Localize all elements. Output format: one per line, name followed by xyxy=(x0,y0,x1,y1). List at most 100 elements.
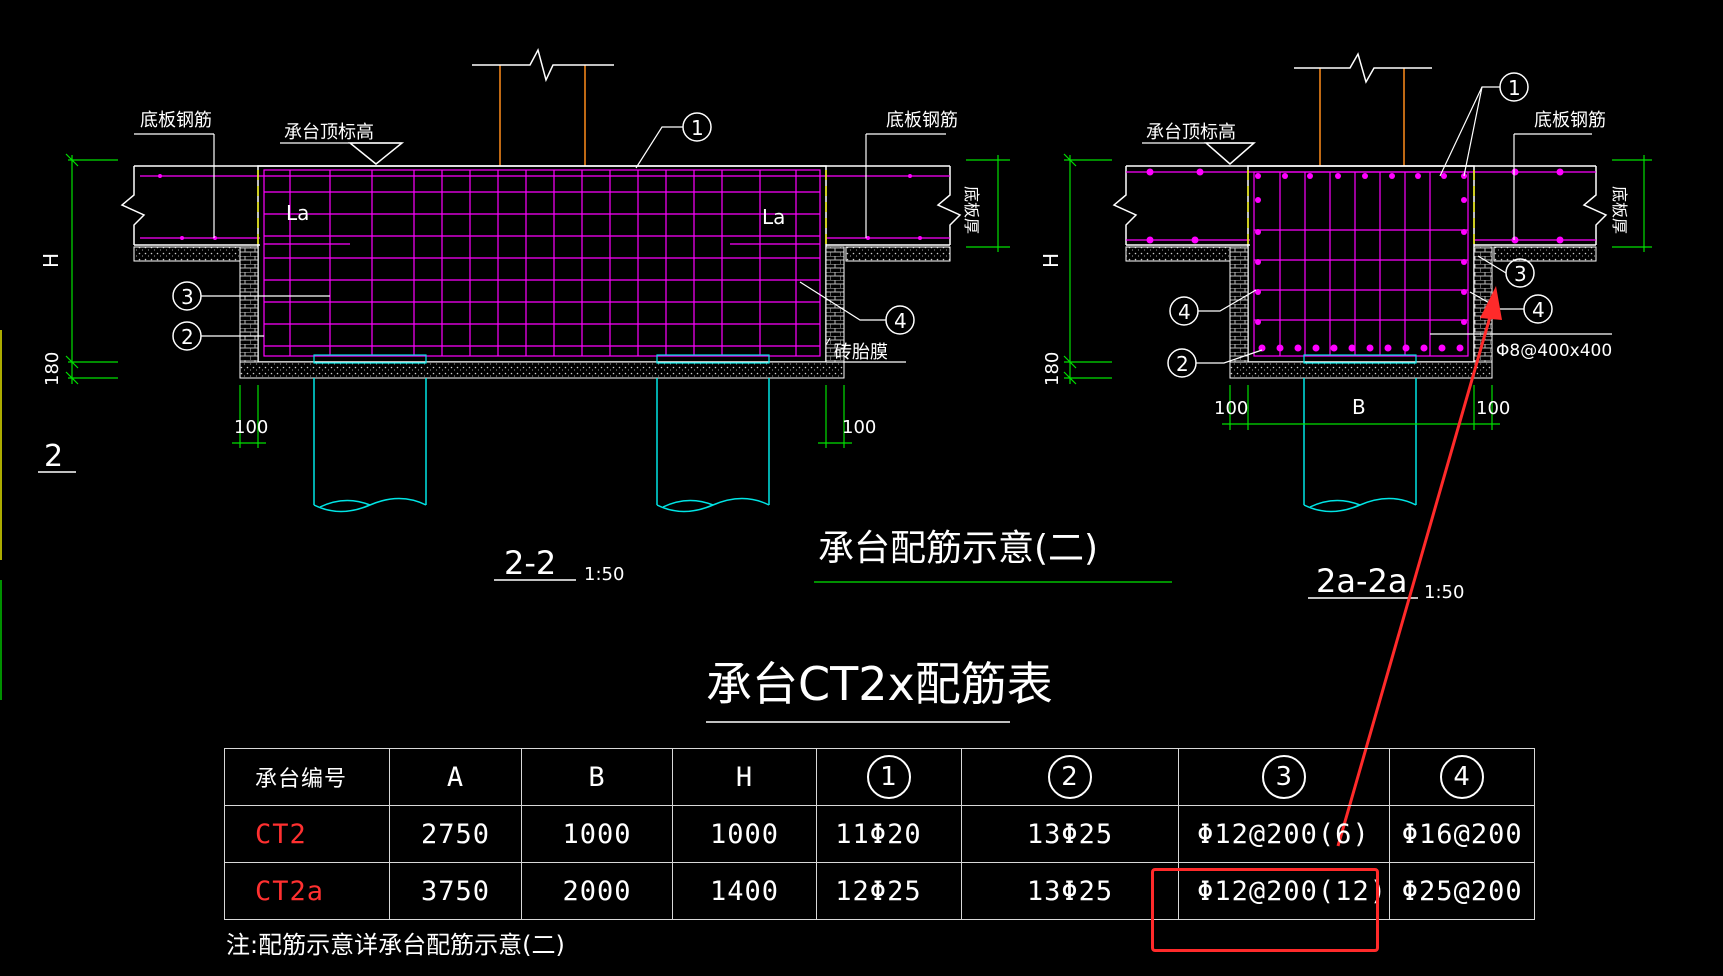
dim-label-h-right: H xyxy=(1039,253,1063,268)
svg-text:3: 3 xyxy=(1514,262,1527,286)
break-line-column-left xyxy=(472,47,614,83)
label-slab-thickness-right: 底板厚 xyxy=(1610,186,1629,234)
callout-2-left: 2 xyxy=(172,321,264,351)
cell-cap-id: CT2a xyxy=(224,862,390,920)
svg-text:4: 4 xyxy=(1532,298,1545,322)
section-2-2: H 180 100 100 底板钢筋 承台顶标高 La La 底板钢筋 底板厚 … xyxy=(39,47,1010,585)
circled-number-1: 1 xyxy=(867,755,912,799)
cell-h: 1400 xyxy=(671,862,818,920)
label-bottom-rebar-left: 底板钢筋 xyxy=(140,110,212,131)
slab-rebar-left xyxy=(140,175,950,239)
header-cap-id: 承台编号 xyxy=(224,748,390,806)
cell-a: 2750 xyxy=(388,805,523,863)
cell-rebar-1: 12Φ25 xyxy=(816,862,962,920)
pile-left-1 xyxy=(313,378,427,513)
cap-rebar-grid-left xyxy=(263,169,821,357)
svg-text:4: 4 xyxy=(894,309,907,333)
cap-rebar-grid-right xyxy=(1253,171,1469,357)
label-brick-membrane: 砖胎膜 xyxy=(834,342,888,363)
header-rebar-2: 2 xyxy=(960,748,1180,806)
label-bottom-rebar-right: 底板钢筋 xyxy=(1534,110,1606,131)
table-title: 承台CT2x配筋表 xyxy=(706,657,1053,711)
cell-cap-id: CT2 xyxy=(224,805,390,863)
cell-rebar-2: 13Φ25 xyxy=(960,805,1180,863)
header-rebar-3: 3 xyxy=(1178,748,1391,806)
section-scale-2-2: 1:50 xyxy=(584,564,624,585)
header-a: A xyxy=(388,748,523,806)
cell-a: 3750 xyxy=(388,862,523,920)
cell-rebar-4: Φ25@200 xyxy=(1389,862,1535,920)
label-la-right: La xyxy=(762,205,785,229)
label-slab-thickness-left: 底板厚 xyxy=(962,186,981,234)
table-header-row: 承台编号 A B H 1 2 3 4 xyxy=(224,748,1535,806)
cell-b: 2000 xyxy=(521,862,673,920)
header-rebar-4: 4 xyxy=(1389,748,1535,806)
pile-left-2 xyxy=(656,378,770,513)
column-right-section xyxy=(1319,68,1405,166)
slab-rebar-dots-left xyxy=(158,174,922,240)
slab-outline-left xyxy=(120,165,962,246)
pile-cap-outline-right xyxy=(1247,165,1475,363)
callout-4-right-b: 4 xyxy=(1169,289,1257,326)
break-line-column-right xyxy=(1294,52,1432,84)
section-scale-2a-2a: 1:50 xyxy=(1424,582,1464,603)
pile-cap-outline-left xyxy=(257,165,827,363)
cell-rebar-4: Φ16@200 xyxy=(1389,805,1535,863)
label-top-elevation-right: 承台顶标高 xyxy=(1146,122,1236,143)
cell-rebar-2: 13Φ25 xyxy=(960,862,1180,920)
dimension-lines-left xyxy=(65,153,1010,448)
dim-label-b: B xyxy=(1352,395,1366,419)
dimension-lines-right xyxy=(1063,153,1652,430)
side-label: 2 xyxy=(44,439,63,474)
circled-number-4: 4 xyxy=(1440,755,1485,799)
dim-label-h-left: H xyxy=(39,253,63,268)
callout-3-right: 3 xyxy=(1477,255,1535,288)
reinforcement-table: 承台编号 A B H 1 2 3 4 CT2 2750 1000 1000 11… xyxy=(224,748,1535,920)
label-phi8-spacing: Φ8@400x400 xyxy=(1496,341,1612,361)
section-title-2-2: 2-2 xyxy=(504,544,556,582)
slab-outline-right xyxy=(1112,165,1608,246)
drawing-title: 承台配筋示意(二) xyxy=(818,528,1098,569)
left-edge-marks: 2 xyxy=(0,330,76,700)
svg-text:3: 3 xyxy=(181,285,194,309)
callout-1-right: 1 xyxy=(1439,72,1529,177)
label-la-left: La xyxy=(286,201,309,225)
cell-rebar-3: Φ12@200(12) xyxy=(1178,862,1391,920)
column-left-section xyxy=(499,65,586,166)
dim-label-100-left-a: 100 xyxy=(234,417,268,438)
callout-3-left: 3 xyxy=(172,281,330,311)
label-top-elevation-left: 承台顶标高 xyxy=(284,122,374,143)
header-rebar-1: 1 xyxy=(816,748,962,806)
cell-b: 1000 xyxy=(521,805,673,863)
table-note: 注:配筋示意详承台配筋示意(二) xyxy=(226,931,565,959)
circled-number-3: 3 xyxy=(1262,755,1307,799)
header-b: B xyxy=(521,748,673,806)
table-row: CT2a 3750 2000 1400 12Φ25 13Φ25 Φ12@200(… xyxy=(224,862,1535,920)
section-title-2a-2a: 2a-2a xyxy=(1316,562,1407,600)
callout-2-right: 2 xyxy=(1167,348,1263,378)
dim-label-180-right: 180 xyxy=(1042,352,1063,386)
svg-text:2: 2 xyxy=(1176,352,1189,376)
svg-text:1: 1 xyxy=(1508,76,1521,100)
dim-label-100-left-b: 100 xyxy=(842,417,876,438)
table-row: CT2 2750 1000 1000 11Φ20 13Φ25 Φ12@200(6… xyxy=(224,805,1535,863)
callout-1-left: 1 xyxy=(635,112,712,169)
cell-rebar-1: 11Φ20 xyxy=(816,805,962,863)
circled-number-2: 2 xyxy=(1047,755,1092,799)
dim-label-180-left: 180 xyxy=(42,352,63,386)
svg-text:4: 4 xyxy=(1178,300,1191,324)
section-2a-2a: H 180 100 100 B 承台顶标高 底板钢筋 底板厚 Φ8@400x40… xyxy=(1039,52,1652,603)
highlight-box xyxy=(1151,868,1379,952)
dim-label-100-right-b: 100 xyxy=(1476,398,1510,419)
pile-right xyxy=(1303,378,1417,513)
svg-text:2: 2 xyxy=(181,325,194,349)
cell-rebar-3: Φ12@200(6) xyxy=(1178,805,1391,863)
label-bottom-rebar-right-of-left: 底板钢筋 xyxy=(886,110,958,131)
cap-rebar-dots-right xyxy=(1255,173,1467,352)
dim-label-100-right-a: 100 xyxy=(1214,398,1248,419)
svg-text:1: 1 xyxy=(691,116,704,140)
slab-rebar-dots-right xyxy=(1146,168,1564,244)
header-h: H xyxy=(671,748,818,806)
callout-4-left: 4 xyxy=(799,281,915,335)
